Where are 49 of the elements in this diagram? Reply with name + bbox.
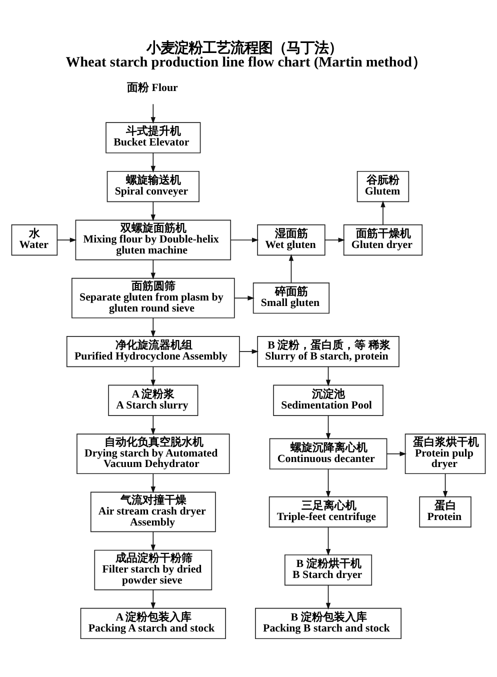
node-box: B 淀粉包装入库 Packing B starch and stock: [255, 608, 402, 640]
node-box: A 淀粉浆 A Starch slurry: [108, 384, 198, 416]
arrow: [234, 296, 254, 300]
node-box: 净化旋流器机组 Purified Hydrocyclone Assembly: [66, 336, 240, 368]
node-box: 沉淀池 Sedimentation Pool: [273, 384, 384, 416]
arrow: [324, 238, 346, 242]
node-box: B 淀粉，蛋白质，等 稀浆 Slurry of B starch, protein: [257, 336, 400, 368]
diagram-title: 小麦淀粉工艺流程图（马丁法） Wheat starch production line flow chart (Martin method）: [66, 40, 426, 71]
node-box: 成品淀粉干粉筛 Filter starch by dried powder sieve: [94, 550, 212, 590]
arrow: [150, 531, 156, 552]
arrow: [150, 104, 156, 124]
node-box: 面筋干燥机 Gluten dryer: [343, 224, 423, 256]
arrow: [326, 468, 331, 498]
node-box: 面筋圆筛 Separate gluten from plasm by gluten round sieve: [72, 278, 235, 318]
node-box: 气流对撞干燥 Air stream crash dryer Assembly: [90, 492, 216, 532]
node-box: 螺旋输送机 Spiral conveyer: [106, 170, 200, 202]
arrow: [230, 238, 259, 242]
node-box: A 淀粉包装入库 Packing A starch and stock: [80, 608, 226, 640]
node-box: 斗式提升机 Bucket Elevator: [106, 122, 201, 154]
node-box: B 淀粉烘干机 B Starch dryer: [284, 554, 372, 586]
arrow: [150, 318, 156, 338]
node-box: 三足离心机 Triple-feet centrifuge: [268, 496, 388, 528]
arrow: [150, 473, 156, 494]
arrow: [442, 473, 448, 498]
arrow: [150, 152, 156, 173]
node-box: 蛋白 Protein: [419, 496, 472, 528]
arrow: [326, 366, 331, 386]
arrow: [380, 200, 386, 226]
arrow: [150, 201, 156, 222]
node-box: 谷朊粉 Glutem: [356, 170, 410, 202]
arrow: [326, 584, 331, 610]
node-box: 湿面筋 Wet gluten: [257, 224, 326, 256]
arrow: [150, 415, 156, 436]
arrow: [386, 451, 406, 456]
arrow: [326, 526, 331, 556]
arrow: [150, 260, 156, 280]
node-box: 水 Water: [11, 224, 58, 256]
node-box: 蛋白浆烘干机 Protein pulp dryer: [404, 434, 486, 474]
arrow: [288, 254, 294, 283]
node-box: 自动化负真空脱水机 Drying starch by Automated Vacuum Dehydrator: [76, 434, 230, 474]
node-box: 螺旋沉降离心机 Continuous decanter: [269, 438, 388, 470]
arrow: [150, 366, 156, 386]
arrow: [326, 415, 331, 440]
node-box: 双螺旋面筋机 Mixing flour by Double-helix gluten machine: [75, 220, 232, 260]
node-text: 面粉 Flour: [127, 82, 178, 94]
arrow: [239, 349, 259, 354]
arrow: [56, 238, 77, 242]
arrow: [150, 589, 156, 610]
node-box: 碎面筋 Small gluten: [252, 282, 330, 314]
